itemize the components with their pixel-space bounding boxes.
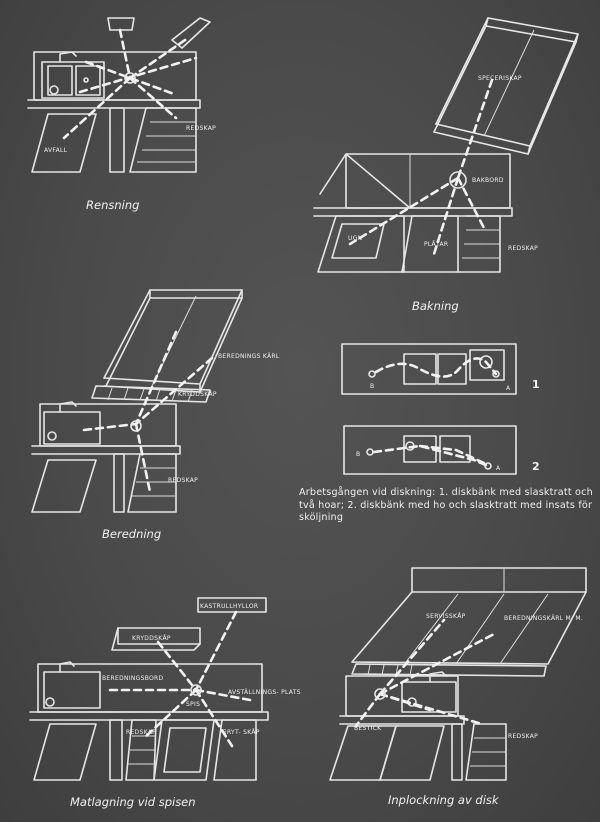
beredning-diagram: BEREDNINGS KÄRL KRYDDSKÅP REDSKAP Beredn… xyxy=(31,289,280,541)
matlagning-label-avstallningsplats: AVSTÄLLNINGS- PLATS xyxy=(228,689,301,696)
bakning-diagram: SPECERISKAP BAKBORD UGN PLÅTAR REDSKAP B… xyxy=(313,17,579,313)
diskning-caption: Arbetsgången vid diskning: 1. diskbänk m… xyxy=(299,487,593,523)
inplockning-label-beredningskarl: BEREDNINGSKÄRL M. M. xyxy=(504,615,583,622)
matlagning-label-kastrullhyllor: KASTRULLHYLLOR xyxy=(200,603,258,610)
diskning-2-label-b: B xyxy=(356,451,360,458)
rensning-diagram: REDSKAP AVFALL Rensning xyxy=(27,17,216,212)
diskning-number-2: 2 xyxy=(532,460,540,473)
inplockning-label-redskap: REDSKAP xyxy=(508,733,538,740)
diskning-1-label-b: B xyxy=(370,383,374,390)
matlagning-diagram: KASTRULLHYLLOR KRYDDSKÅP BEREDNINGSBORD … xyxy=(29,597,301,809)
beredning-label-redskap: REDSKAP xyxy=(168,477,198,484)
bakning-label-ugn: UGN xyxy=(348,235,362,242)
bakning-label-redskap: REDSKAP xyxy=(508,245,538,252)
rensning-label-avfall: AVFALL xyxy=(44,147,68,154)
beredning-caption: Beredning xyxy=(102,527,161,541)
inplockning-caption: Inplockning av disk xyxy=(388,793,500,807)
beredning-label-beredningskarl: BEREDNINGS KÄRL xyxy=(218,353,280,360)
matlagning-label-spis: SPIS xyxy=(186,701,200,708)
diskning-1-label-a: A xyxy=(506,385,511,392)
matlagning-label-beredningsbord: BEREDNINGSBORD xyxy=(102,675,163,682)
bakning-label-bakbord: BAKBORD xyxy=(472,177,504,184)
matlagning-label-kryddskap: KRYDDSKÅP xyxy=(132,635,171,642)
bakning-label-platar: PLÅTAR xyxy=(424,241,448,248)
bakning-label-specerskap: SPECERISKAP xyxy=(478,75,522,82)
inplockning-diagram: SERVISSKÅP BEREDNINGSKÄRL M. M. BESTICK … xyxy=(329,567,587,807)
diskning-plan-2: B A 2 xyxy=(343,425,540,475)
bakning-caption: Bakning xyxy=(412,299,459,313)
diskning-plan-1: B A 1 xyxy=(341,343,540,395)
matlagning-label-grytskap: GRYT- SKÅP xyxy=(222,729,260,736)
diskning-number-1: 1 xyxy=(532,378,540,391)
diskning-2-label-a: A xyxy=(496,465,501,472)
rensning-label-redskap: REDSKAP xyxy=(186,125,216,132)
beredning-label-kryddskap: KRYDDSKÅP xyxy=(178,391,217,398)
rensning-caption: Rensning xyxy=(86,198,139,212)
inplockning-label-serviskap: SERVISSKÅP xyxy=(426,613,466,620)
matlagning-label-redskap: REDSKAP xyxy=(126,729,156,736)
inplockning-label-bestick: BESTICK xyxy=(354,725,382,732)
matlagning-caption: Matlagning vid spisen xyxy=(70,795,196,809)
